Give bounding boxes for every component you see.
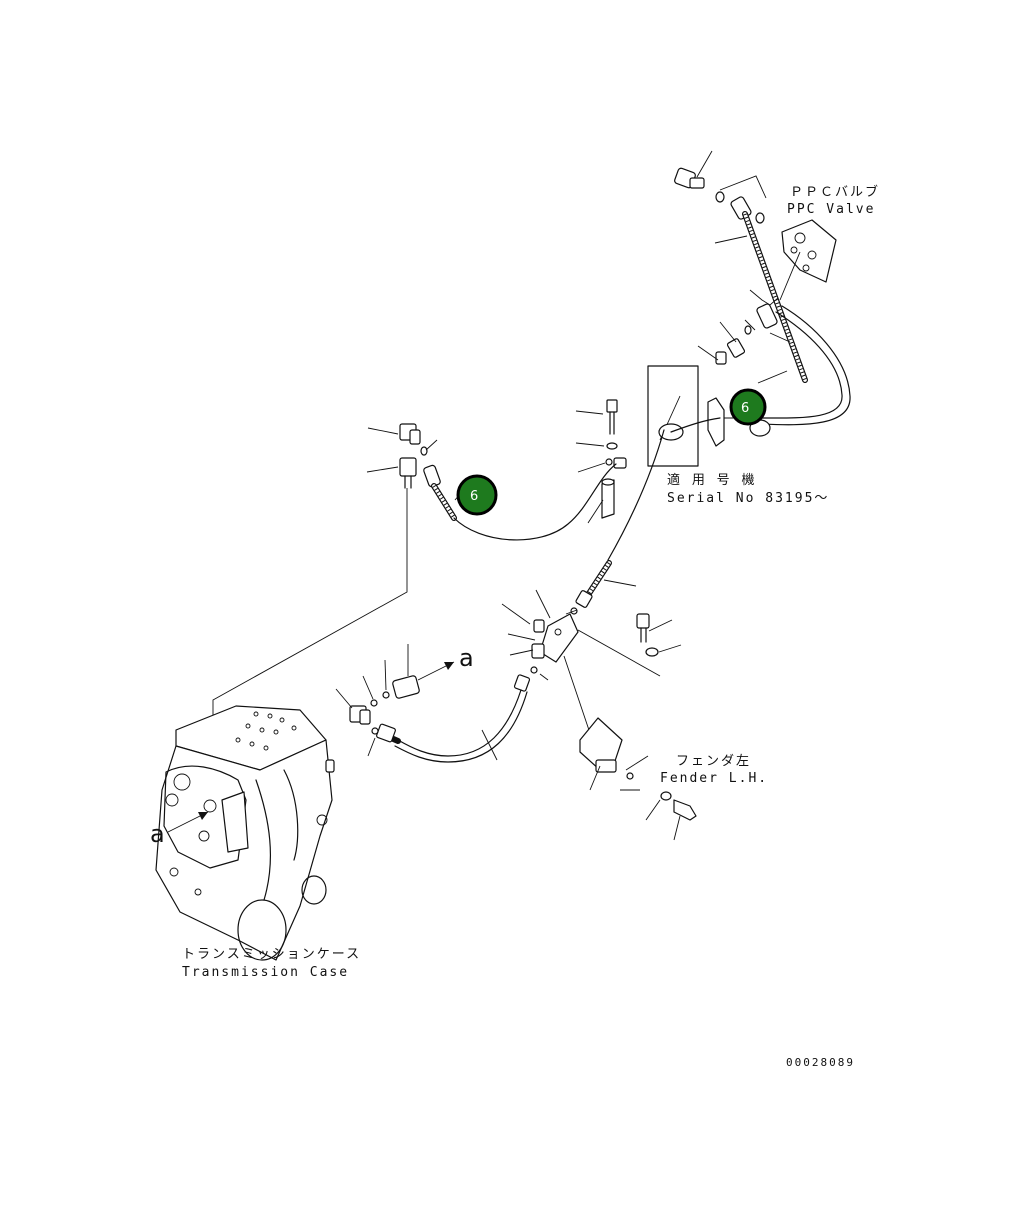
ppc-tee-fitting: [715, 325, 752, 365]
upper-left-hose: [423, 463, 617, 541]
transmission-case: [155, 705, 335, 961]
bolt-set-center: [601, 399, 627, 519]
callout-6-lower-label: 6: [470, 489, 478, 504]
center-hose: [570, 429, 665, 615]
serial-jp-label: 適 用 号 機: [667, 472, 756, 488]
transmission-jp-label: トランスミッションケース: [182, 947, 361, 962]
callout-6-upper[interactable]: 6: [729, 388, 767, 426]
fender-bracket: [579, 717, 697, 841]
drawing-number: 00028089: [786, 1056, 855, 1069]
fender-jp-label: フェンダ左: [676, 754, 751, 769]
ppc-hose-lower: [756, 303, 851, 426]
ppc-valve-body: [781, 219, 837, 283]
ppc-valve-jp-label: ＰＰＣバルブ: [790, 184, 880, 200]
upper-left-fittings: [399, 423, 428, 489]
ppc-elbow-fitting: [674, 167, 725, 203]
ppc-valve-en-label: PPC Valve: [787, 202, 875, 217]
view-a-fittings: [349, 661, 455, 725]
view-a-case-label: a: [150, 820, 165, 848]
transmission-en-label: Transmission Case: [182, 965, 349, 980]
bolt-set-right: [636, 613, 659, 657]
fender-en-label: Fender L.H.: [660, 771, 768, 786]
serial-en-label: Serial No 83195～: [667, 491, 829, 506]
ppc-hose-upper: [730, 196, 808, 383]
callout-6-upper-label: 6: [741, 401, 749, 416]
view-a-arrow-label: a: [459, 644, 474, 672]
lower-hose: [376, 666, 538, 763]
ppc-valve-group: [674, 150, 851, 447]
manifold-block: [531, 613, 579, 663]
callout-6-lower[interactable]: 6: [456, 474, 498, 516]
